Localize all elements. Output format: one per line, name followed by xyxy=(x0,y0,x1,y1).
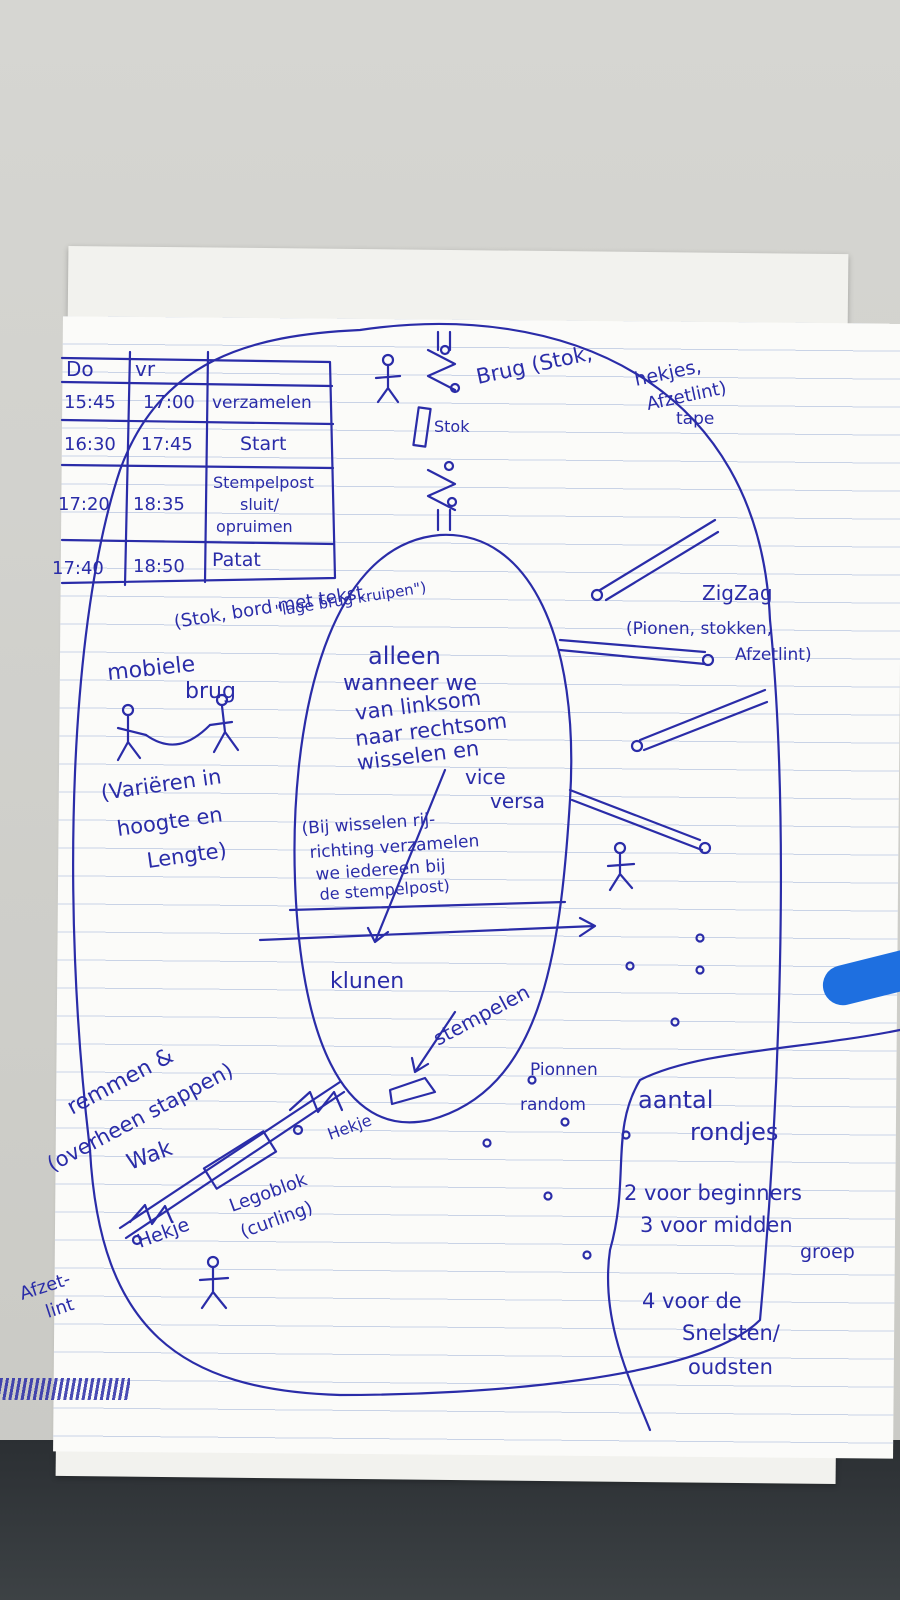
rounds-title: aantal xyxy=(638,1086,713,1114)
bottom-obstacles xyxy=(118,1080,346,1246)
label-klunen: klunen xyxy=(330,969,404,994)
label-afzetlint: lint xyxy=(43,1294,77,1323)
schedule-header-do: Do xyxy=(66,357,94,381)
schedule-cell: 18:35 xyxy=(133,494,185,515)
rounds-boundary-line xyxy=(606,1028,900,1432)
schedule-cell: 17:40 xyxy=(52,558,104,579)
label-center-note: versa xyxy=(490,789,545,813)
schedule-cell: Stempelpost xyxy=(213,473,314,492)
schedule-cell: 18:50 xyxy=(133,556,185,577)
schedule-cell: 17:45 xyxy=(141,434,193,455)
schedule-cell: verzamelen xyxy=(212,393,312,413)
schedule-cell: opruimen xyxy=(216,517,293,536)
rounds-item: 4 voor de xyxy=(642,1289,742,1313)
schedule-cell: sluit/ xyxy=(240,495,280,514)
label-hekje-right: Hekje xyxy=(325,1110,374,1143)
schedule-cell: 15:45 xyxy=(64,392,116,413)
schedule-table: Do vr 15:45 17:00 verzamelen 16:30 17:45… xyxy=(52,357,314,579)
random-pawns xyxy=(482,933,705,1260)
outer-track-loop xyxy=(72,322,782,1397)
zigzag-obstacles xyxy=(558,518,769,855)
klunen-arrows xyxy=(258,768,597,1074)
stick-figure-top xyxy=(374,353,402,404)
schedule-cell: 17:00 xyxy=(143,392,195,413)
label-zigzag: ZigZag xyxy=(702,581,773,605)
rounds-item: Snelsten/ xyxy=(682,1321,781,1345)
stick-figure-right xyxy=(606,841,636,892)
label-mobiele-brug: mobiele xyxy=(106,652,196,686)
label-stempelen: stempelen xyxy=(429,980,534,1051)
rounds-item: 2 voor beginners xyxy=(624,1181,802,1205)
label-tape: tape xyxy=(676,409,714,429)
label-varieren: (Variëren in xyxy=(99,764,223,805)
label-stok: Stok xyxy=(434,417,470,436)
stick-figure-bottom xyxy=(198,1255,230,1310)
label-hekje-left: Hekje xyxy=(134,1214,192,1253)
label-zigzag: (Pionen, stokken, xyxy=(626,619,772,639)
label-mobiele-brug: brug xyxy=(185,679,236,704)
label-brug: Brug (Stok, xyxy=(474,341,594,389)
label-varieren: Lengte) xyxy=(145,838,228,873)
diagram-labels: Brug (Stok, hekjes, Afzetlint) tape Stok… xyxy=(17,341,812,1323)
schedule-cell: Start xyxy=(240,433,286,455)
schedule-grid xyxy=(60,350,337,587)
label-center-note: wanneer we xyxy=(343,671,477,696)
schedule-cell: 16:30 xyxy=(64,434,116,455)
bridge-obstacle xyxy=(412,330,461,532)
label-varieren: hoogte en xyxy=(115,802,224,841)
label-center-note: alleen xyxy=(368,642,441,670)
schedule-cell: Patat xyxy=(212,549,261,571)
label-wak: Wak xyxy=(124,1136,177,1176)
rounds-legend: aantal rondjes 2 voor beginners 3 voor m… xyxy=(624,1086,855,1379)
schedule-cell: 17:20 xyxy=(58,494,110,515)
stamp-post-box xyxy=(388,1076,437,1106)
rounds-title: rondjes xyxy=(690,1118,778,1146)
pen-scribble xyxy=(0,1378,130,1400)
inner-track-loop xyxy=(293,533,573,1124)
label-pionnen: random xyxy=(520,1095,586,1115)
rounds-item: oudsten xyxy=(688,1355,773,1379)
label-zigzag: Afzetlint) xyxy=(735,645,812,665)
label-center-note: vice xyxy=(465,765,506,789)
schedule-header-vr: vr xyxy=(135,357,156,381)
mobile-bridge-figures xyxy=(116,693,240,762)
label-pionnen: Pionnen xyxy=(530,1060,598,1080)
rounds-item: groep xyxy=(800,1241,855,1263)
rounds-item: 3 voor midden xyxy=(640,1213,793,1237)
